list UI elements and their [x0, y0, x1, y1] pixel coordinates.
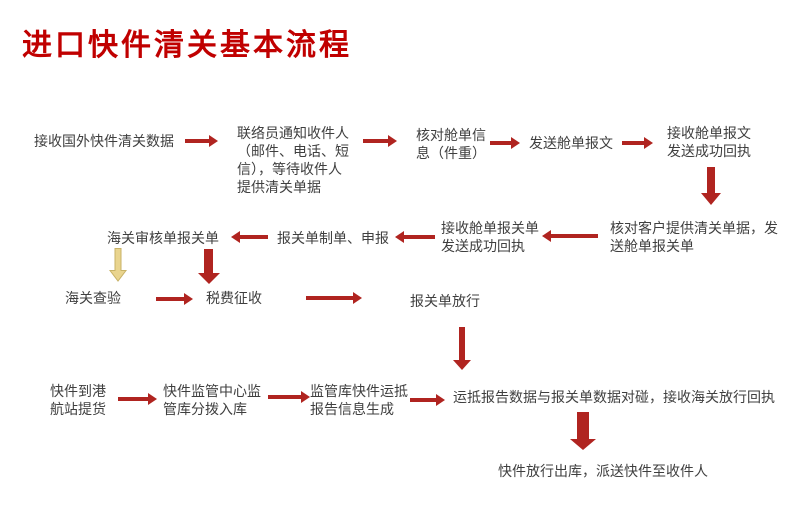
arrow-left-icon	[542, 230, 598, 242]
node-verify-manifest-info: 核对舱单信 息（件重）	[416, 127, 486, 161]
node-receive-declaration-receipt: 接收舱单报关单 发送成功回执	[441, 220, 539, 254]
node-send-manifest-message: 发送舱单报文	[529, 135, 613, 151]
node-receive-manifest-receipt: 接收舱单报文 发送成功回执	[667, 125, 751, 159]
arrow-down-yellow-icon	[108, 248, 128, 282]
arrow-right-icon	[490, 137, 520, 149]
node-arrival-report: 监管库快件运抵 报告信息生成	[310, 383, 408, 417]
node-prepare-declaration: 报关单制单、申报	[277, 230, 389, 246]
arrow-right-icon	[410, 394, 445, 406]
page-title: 进口快件清关基本流程	[22, 29, 352, 62]
node-release-delivery: 快件放行出库，派送快件至收件人	[498, 463, 708, 479]
arrow-down-icon	[577, 412, 589, 439]
node-notify-recipient: 联络员通知收件人 （邮件、电话、短 信），等待收件人 提供清关单据	[237, 125, 349, 195]
node-receive-overseas-data: 接收国外快件清关数据	[34, 133, 174, 149]
arrow-down-icon	[459, 327, 465, 360]
arrow-left-icon	[395, 231, 435, 243]
arrow-down-icon	[204, 249, 213, 273]
arrow-right-icon	[268, 391, 310, 403]
arrow-right-icon	[306, 292, 362, 304]
arrow-left-icon	[231, 231, 268, 243]
arrow-right-icon	[363, 135, 397, 147]
node-tax-collection: 税费征收	[206, 290, 262, 306]
arrow-right-icon	[622, 137, 653, 149]
arrow-right-icon	[185, 135, 218, 147]
node-data-matching: 运抵报告数据与报关单数据对碰，接收海关放行回执	[453, 389, 775, 405]
node-customs-inspection: 海关查验	[65, 290, 121, 306]
node-pickup-at-port: 快件到港 航站提货	[50, 383, 106, 417]
arrow-right-icon	[156, 293, 193, 305]
node-supervision-warehouse: 快件监管中心监 管库分拨入库	[163, 383, 261, 417]
node-customs-review: 海关审核单报关单	[107, 230, 219, 246]
arrow-down-icon	[707, 167, 715, 193]
arrow-right-icon	[118, 393, 157, 405]
node-verify-customer-docs: 核对客户提供清关单据，发 送舱单报关单	[610, 220, 778, 254]
node-declaration-release: 报关单放行	[410, 293, 480, 309]
